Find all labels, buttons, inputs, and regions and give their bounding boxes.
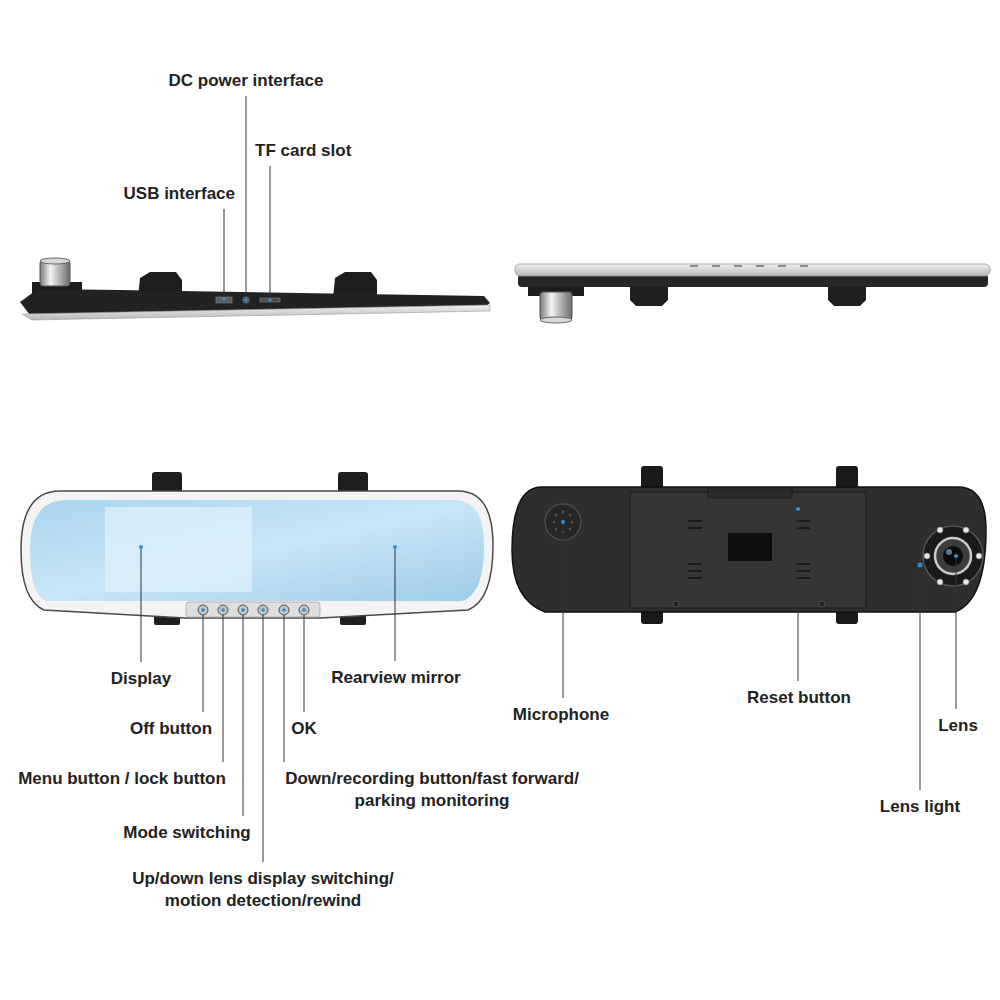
button-strip: [186, 602, 320, 617]
marker-dot: [139, 545, 143, 549]
back-housing: [512, 487, 986, 612]
lens-housing: [923, 526, 983, 586]
buttons: [198, 605, 309, 615]
label-plate: [728, 533, 772, 561]
marker-dot: [244, 298, 248, 302]
part-label: Display: [111, 668, 171, 690]
part-label: Mode switching: [123, 822, 251, 844]
mirror-rim: [515, 264, 990, 276]
part-label: Up/down lens display switching/ motion d…: [118, 868, 408, 912]
part-label: Reset button: [747, 687, 851, 709]
marker-dot: [222, 297, 226, 301]
marker-dot: [796, 507, 800, 511]
mirror-rim: [22, 305, 490, 320]
marker-dot: [268, 298, 272, 302]
part-label: Lens light: [880, 796, 960, 818]
lens-highlight: [946, 549, 952, 555]
part-label: Microphone: [513, 704, 609, 726]
part-label: DC power interface: [169, 70, 324, 92]
mount-cylinder: [540, 292, 572, 320]
marker-dot: [393, 545, 397, 549]
center-panel: [630, 492, 866, 608]
part-label: Lens: [938, 715, 978, 737]
leader-lines: [141, 96, 956, 862]
side-view: [20, 258, 490, 320]
part-label: Menu button / lock button: [18, 768, 226, 790]
part-label: Rearview mirror: [331, 667, 460, 689]
screw: [673, 601, 679, 607]
lens-ring: [935, 538, 971, 574]
lens-leds: [924, 527, 982, 585]
mount-bottom: [540, 317, 572, 323]
top-view: [515, 264, 990, 323]
vents: [688, 520, 810, 579]
back-view: [512, 466, 986, 624]
screw: [819, 601, 825, 607]
display-area: [105, 507, 252, 592]
panel-ridge: [708, 488, 792, 498]
dc-port: [243, 297, 249, 303]
part-label: Down/recording button/fast forward/ park…: [272, 768, 592, 812]
part-label: TF card slot: [255, 140, 351, 162]
button-edges: [690, 265, 808, 267]
front-view: [21, 472, 493, 625]
tf-slot: [260, 298, 280, 302]
marker-dot: [954, 554, 958, 558]
mirror-frame: [21, 491, 493, 618]
part-label: Off button: [130, 718, 212, 740]
marker-dot: [918, 563, 923, 568]
usb-port: [216, 297, 232, 303]
mirror-glass: [30, 500, 484, 601]
lens-glass: [943, 546, 963, 566]
mount-top: [40, 258, 70, 264]
marker-dot: [561, 520, 565, 524]
part-label: USB interface: [124, 183, 235, 205]
part-label: OK: [291, 718, 317, 740]
